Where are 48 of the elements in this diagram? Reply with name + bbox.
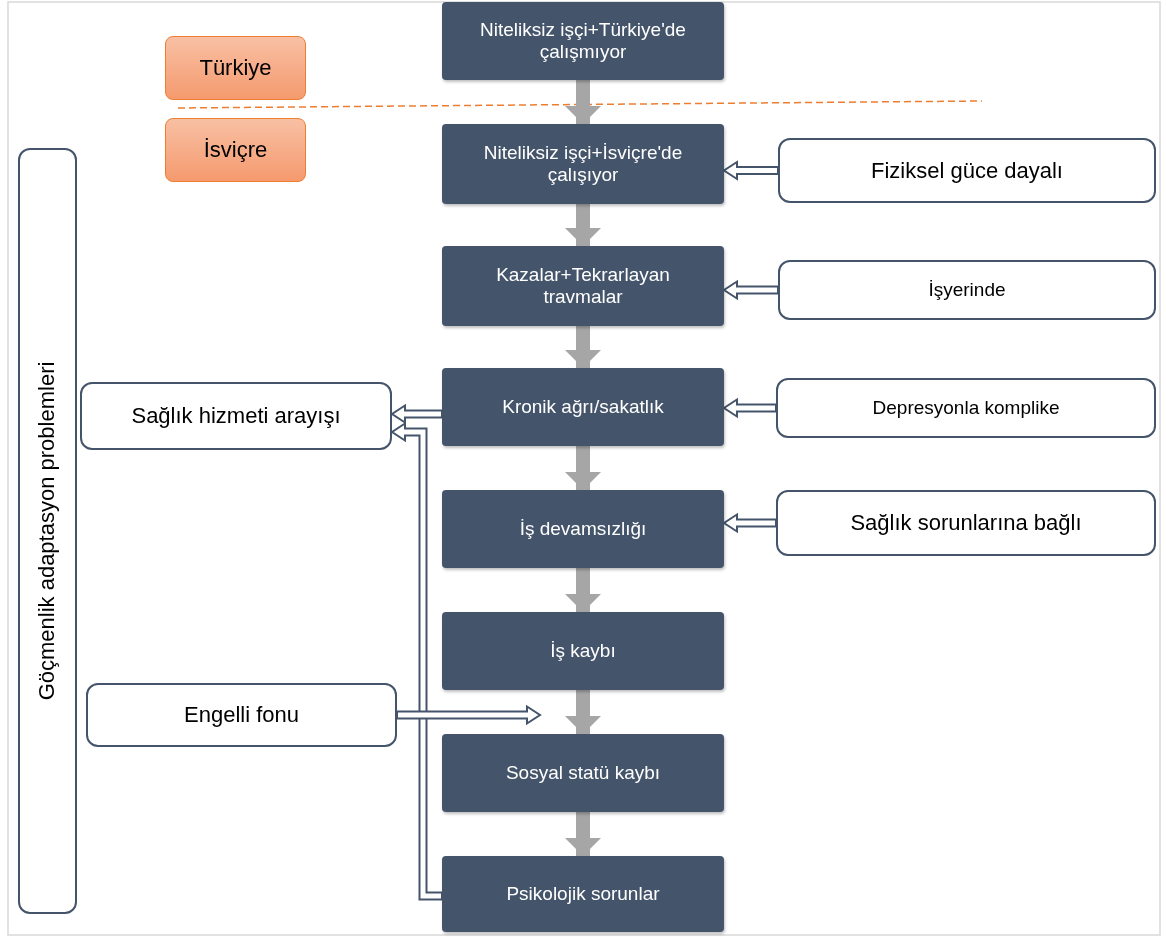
arrow [390,403,443,425]
box-text: Göçmenlik adaptasyon problemleri [34,361,61,701]
country-label-box [165,118,306,182]
box-text: İş devamsızlığı [519,518,647,540]
box-text: İşyerinde [928,279,1006,301]
arrow [565,326,601,368]
arrow [565,812,601,856]
note-box [80,382,392,450]
arrow [565,204,601,246]
box-text: İş kaybı [550,640,616,662]
box-text: Psikolojik sorunlar [506,883,660,905]
country-label-box [165,36,306,100]
arrow [565,690,601,734]
box-text: Sağlık sorunlarına bağlı [850,510,1082,536]
arrow [565,568,601,612]
box-text: Türkiye [199,55,272,81]
process-box [442,2,724,80]
process-box [442,368,724,446]
box-text: Niteliksiz işçi+Türkiye'de çalışmıyor [479,19,687,63]
arrow [722,160,779,181]
box-text: Depresyonla komplike [872,397,1060,419]
box-text: Niteliksiz işçi+İsviçre'de çalışıyor [482,142,684,186]
note-box [776,378,1156,438]
box-text: Kronik ağrı/sakatlık [502,396,664,418]
box-text: Engelli fonu [184,702,299,728]
box-text: Fiziksel güce dayalı [871,157,1063,184]
process-box [442,856,724,932]
arrow [722,397,777,419]
process-box [442,612,724,690]
note-box [778,138,1156,203]
arrow [565,446,601,490]
note-box [776,490,1156,556]
arrow [390,421,443,901]
arrow [722,279,779,301]
box-text: Sağlık hizmeti arayışı [131,403,341,429]
arrow [396,704,542,726]
arrow [565,80,601,124]
process-box [442,246,724,326]
process-box [442,734,724,812]
box-text: Sosyal statü kaybı [505,762,661,784]
box-text: İsviçre [203,137,268,163]
note-box [86,683,397,747]
arrow [722,512,777,534]
note-box [778,260,1156,320]
process-box [442,124,724,204]
process-box [442,490,724,568]
side-label-box [18,148,77,914]
box-text: Kazalar+Tekrarlayan travmalar [495,264,671,308]
